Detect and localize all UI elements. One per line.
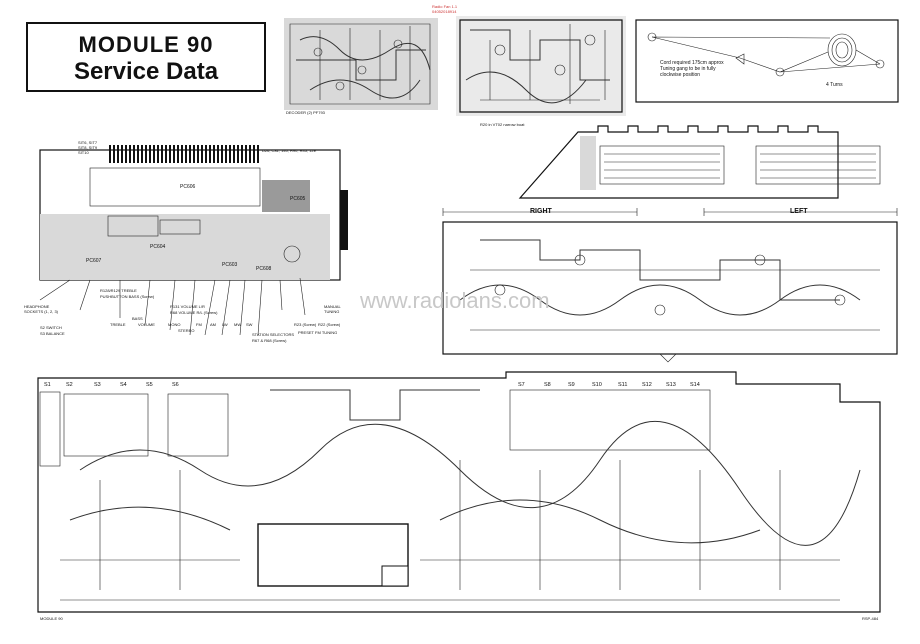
label-s2-switch: S2 SWITCH (40, 325, 62, 330)
dial-cord-notes: Cord required 175cm approx Tuning gang t… (660, 60, 724, 78)
label-volume-lr: R131 VOLUME L/R (170, 304, 205, 309)
amp-left-label: LEFT (790, 208, 808, 215)
label-lw: LW (222, 322, 228, 327)
switch-s10: S10 (592, 382, 602, 388)
stamp-line-2: 04052018914 (432, 9, 457, 14)
switch-s5: S5 (146, 382, 153, 388)
switch-s8: S8 (544, 382, 551, 388)
footer-module: MODULE 90 (40, 616, 63, 621)
switch-s1: S1 (44, 382, 51, 388)
tuner-strip-board (518, 125, 881, 199)
label-r67-r68: R67 & R68 (Screw) (252, 338, 287, 343)
dial-turns: 4 Turns (826, 82, 843, 88)
board-pc603: PC603 (222, 262, 238, 268)
label-manual-tuning: MANUAL TUNING (324, 304, 341, 314)
footer-code: RSP-484 (862, 616, 879, 621)
chassis-panel (39, 145, 348, 336)
switch-s4: S4 (120, 382, 127, 388)
rf-board-caption: R20 in VT02 narrow boat (480, 122, 525, 127)
board-pc606: PC606 (180, 184, 196, 190)
main-board (37, 371, 881, 613)
amp-board (442, 208, 898, 363)
top-label-3: SIT10 (78, 150, 89, 155)
label-r23: R23 (Screw) (294, 322, 317, 327)
top-stamp: Radio Fan 1.1 04052018914 (432, 4, 457, 14)
switch-s2: S2 (66, 382, 73, 388)
switch-s9: S9 (568, 382, 575, 388)
switch-s7: S7 (518, 382, 525, 388)
decoder-label: DECODER (2) PF793 (286, 110, 325, 115)
board-pc605: PC605 (290, 196, 306, 202)
title-module: MODULE 90 (78, 32, 214, 57)
switch-s3: S3 (94, 382, 101, 388)
switch-s11: S11 (618, 382, 628, 388)
label-mw: MW (234, 322, 242, 327)
label-volume-rl: R68 VOLUME R/L (Screw) (170, 310, 218, 315)
label-r22: R22 (Screw) (318, 322, 341, 327)
watermark: www.radiolans.com (360, 288, 550, 313)
label-mono: MONO (168, 322, 181, 327)
amp-right-label: RIGHT (530, 208, 552, 215)
label-headphones: HEADPHONE SOCKETS (1, 2, 3) (24, 304, 59, 314)
dial-note-3: clockwise position (660, 72, 701, 78)
switch-s14: S14 (690, 382, 700, 388)
stamp-line-1: Radio Fan 1.1 (432, 4, 458, 9)
rf-board (456, 16, 626, 116)
left-top-label-right: D26, C81, 140, R90, R45, 12E (262, 148, 317, 153)
label-preset-fm: PRESET FM TUNING (298, 330, 338, 335)
left-top-labels: SIT6, SIT7 SIT8, SIT9 SIT10 (78, 140, 97, 155)
top-label-2: SIT8, SIT9 (78, 145, 98, 150)
dial-cord-diagram (635, 19, 899, 103)
switch-s12: S12 (642, 382, 652, 388)
label-bass-pot: PUSHBUTTON BASS (Screw) (100, 294, 155, 299)
label-treble-pot: R128/R129 TREBLE (100, 288, 137, 293)
label-treble: TREBLE (110, 322, 126, 327)
label-bass: BASS (132, 316, 143, 321)
board-pc607: PC607 (86, 258, 102, 264)
title-box: MODULE 90 Service Data (26, 22, 266, 92)
decoder-board (284, 18, 438, 110)
switch-s13: S13 (666, 382, 676, 388)
top-label-1: SIT6, SIT7 (78, 140, 98, 145)
label-am: AM (210, 322, 216, 327)
board-pc604: PC604 (150, 244, 166, 250)
label-s3-balance: S3 BALANCE (40, 331, 65, 336)
dial-note-2: Tuning gang to be in fully (660, 66, 716, 72)
label-volume: VOLUME (138, 322, 155, 327)
label-fm: FM (196, 322, 202, 327)
title-service-data: Service Data (73, 58, 219, 85)
label-station-selectors: STATION SELECTORS (252, 332, 295, 337)
switch-s6: S6 (172, 382, 179, 388)
board-pc608: PC608 (256, 266, 272, 272)
label-sw: SW (246, 322, 253, 327)
dial-note-1: Cord required 175cm approx (660, 60, 724, 66)
label-stereo: STEREO (178, 328, 195, 333)
